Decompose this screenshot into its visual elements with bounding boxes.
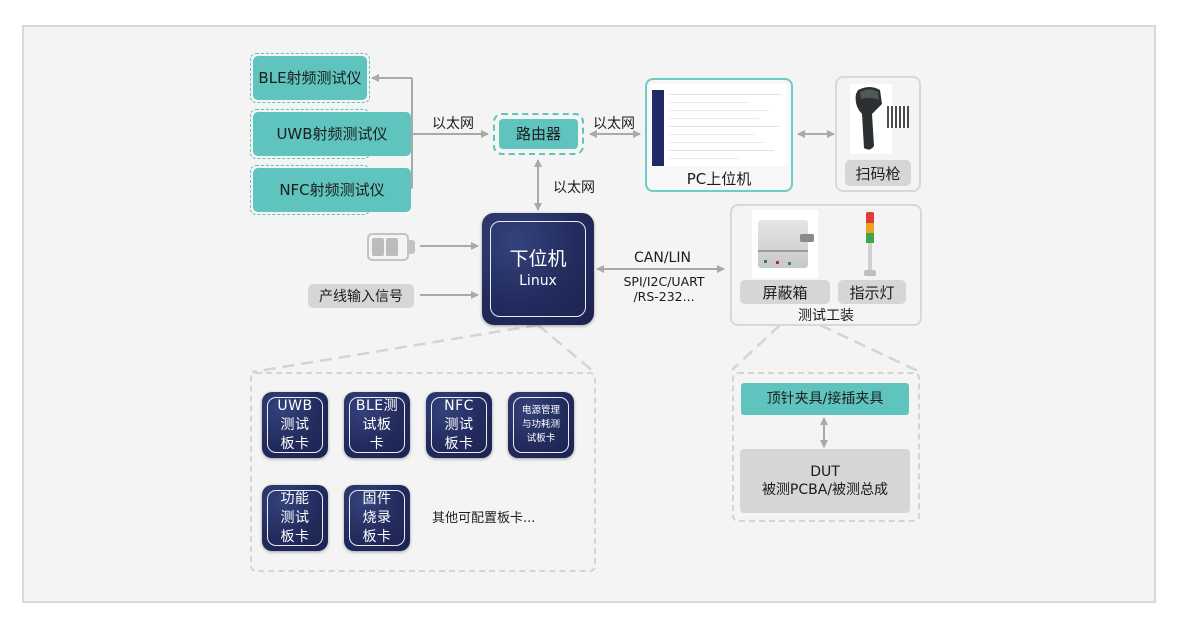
board-firmware-line2: 烧录 <box>362 509 392 526</box>
boards-panel <box>250 372 596 572</box>
board-ble[interactable]: BLE测 试板 卡 <box>344 392 410 458</box>
link-label-ethernet-left: 以太网 <box>432 116 474 132</box>
instrument-uwb[interactable]: UWB射频测试仪 <box>250 109 411 159</box>
funnel-right-dut <box>819 323 921 374</box>
board-uwb-line3: 板卡 <box>280 435 310 452</box>
board-power-line3: 试板卡 <box>526 433 556 444</box>
controller[interactable]: 下位机 Linux <box>482 213 594 325</box>
board-ble-line3: 卡 <box>369 435 385 452</box>
shield-box-image <box>752 210 818 278</box>
instrument-ble-label: BLE射频测试仪 <box>253 56 367 100</box>
funnel-right-boards <box>537 324 595 373</box>
instrument-ble[interactable]: BLE射频测试仪 <box>250 53 370 103</box>
board-power-line1: 电源管理 <box>521 405 560 416</box>
board-function-line1: 功能 <box>280 490 310 507</box>
link-label-serial-line1: SPI/I2C/UART <box>623 274 705 289</box>
jig-label[interactable]: 顶针夹具/接插夹具 <box>741 383 909 415</box>
board-ble-line1: BLE测 <box>355 397 399 414</box>
link-label-serial-line2: /RS-232... <box>633 289 695 304</box>
pc-screenshot-sidebar <box>652 90 664 166</box>
controller-title: 下位机 <box>509 248 567 270</box>
dut-box[interactable]: DUT 被测PCBA/被测总成 <box>740 449 910 513</box>
pc-screenshot <box>651 84 787 166</box>
pc-host[interactable]: PC上位机 <box>645 78 793 192</box>
board-firmware-line1: 固件 <box>362 490 392 507</box>
link-label-ethernet-right: 以太网 <box>593 116 635 132</box>
indicator-label: 指示灯 <box>838 280 906 304</box>
shield-box-label: 屏蔽箱 <box>740 280 830 304</box>
board-nfc[interactable]: NFC 测试 板卡 <box>426 392 492 458</box>
instrument-nfc-label: NFC射频测试仪 <box>253 168 411 212</box>
fixture-caption: 测试工装 <box>798 308 854 324</box>
board-uwb-line2: 测试 <box>280 416 310 433</box>
dut-panel <box>732 372 920 522</box>
board-ble-line2: 试板 <box>362 416 392 433</box>
board-firmware[interactable]: 固件 烧录 板卡 <box>344 485 410 551</box>
line-input-signal: 产线输入信号 <box>308 284 414 308</box>
router[interactable]: 路由器 <box>493 113 584 155</box>
link-label-ethernet-down: 以太网 <box>553 180 595 196</box>
board-power[interactable]: 电源管理 与功耗测 试板卡 <box>508 392 574 458</box>
indicator-light-icon <box>862 212 878 278</box>
battery-icon <box>367 233 417 261</box>
qr-code-icon <box>887 106 909 128</box>
funnel-left-boards <box>251 323 539 374</box>
link-label-serial: SPI/I2C/UART /RS-232... <box>606 274 722 304</box>
router-label: 路由器 <box>499 119 578 149</box>
board-nfc-line2: 测试 <box>444 416 474 433</box>
funnel-left-dut <box>731 324 781 371</box>
board-function-line2: 测试 <box>280 509 310 526</box>
board-nfc-line3: 板卡 <box>444 435 474 452</box>
board-uwb-line1: UWB <box>277 397 313 414</box>
board-firmware-line3: 板卡 <box>362 528 392 545</box>
board-power-line2: 与功耗测 <box>521 419 560 430</box>
link-label-can-lin: CAN/LIN <box>634 250 691 266</box>
boards-more-label: 其他可配置板卡... <box>432 511 536 526</box>
controller-subtitle: Linux <box>519 273 557 289</box>
board-function[interactable]: 功能 测试 板卡 <box>262 485 328 551</box>
instrument-uwb-label: UWB射频测试仪 <box>253 112 411 156</box>
instrument-nfc[interactable]: NFC射频测试仪 <box>250 165 411 215</box>
board-function-line3: 板卡 <box>280 528 310 545</box>
dut-title: DUT <box>810 464 840 480</box>
barcode-scanner-icon <box>850 84 892 154</box>
scanner[interactable]: 扫码枪 <box>835 76 921 192</box>
test-fixture[interactable]: 屏蔽箱 指示灯 测试工装 <box>730 204 922 326</box>
board-nfc-line1: NFC <box>444 397 474 414</box>
pc-label: PC上位机 <box>686 170 752 188</box>
scanner-label: 扫码枪 <box>845 160 911 186</box>
board-uwb[interactable]: UWB 测试 板卡 <box>262 392 328 458</box>
dut-subtitle: 被测PCBA/被测总成 <box>761 482 889 498</box>
